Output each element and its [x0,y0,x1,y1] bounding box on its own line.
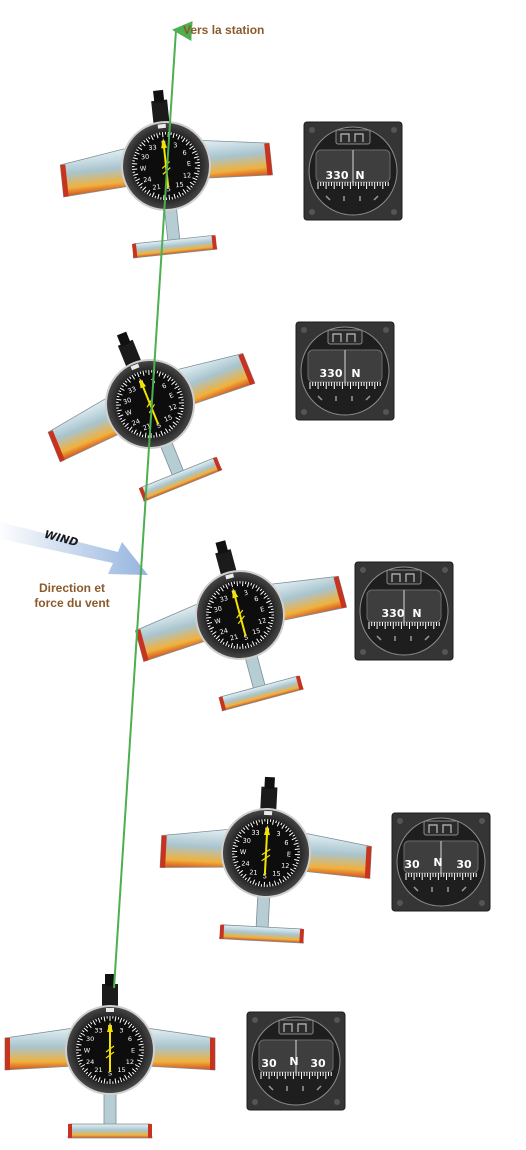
track-line [113,21,193,989]
compass-instrument-4: 30 N 30 [391,812,491,912]
compass-card-4-left: 30 [404,858,420,871]
compass-card-3-right: N [412,607,421,620]
compass-card-5-right: 30 [310,1057,326,1070]
compass-instrument-1: 330 N [303,121,403,221]
compass-card-1-right: N [355,169,364,182]
wind-caption: Direction et force du vent [34,581,110,610]
compass-instrument-2: 330 N [295,321,395,421]
compass-card-2-center: 330 [320,367,343,380]
compass-card-5-left: 30 [261,1057,277,1070]
compass-card-3-center: 330 [382,607,405,620]
compass-card-4-center: N [433,856,442,869]
compass-instrument-5: 30 N 30 [246,1011,346,1111]
compass-card-2-right: N [351,367,360,380]
compass-card-1-center: 330 [326,169,349,182]
compass-instrument-3: 330 N [354,561,454,661]
wind-arrow: WIND [0,522,148,575]
airplane-4 [155,770,376,948]
station-label: Vers la station [183,23,265,37]
airplane-5 [4,973,216,1139]
airplane-3 [117,513,366,729]
compass-card-4-right: 30 [456,858,472,871]
compass-card-5-center: N [289,1055,298,1068]
